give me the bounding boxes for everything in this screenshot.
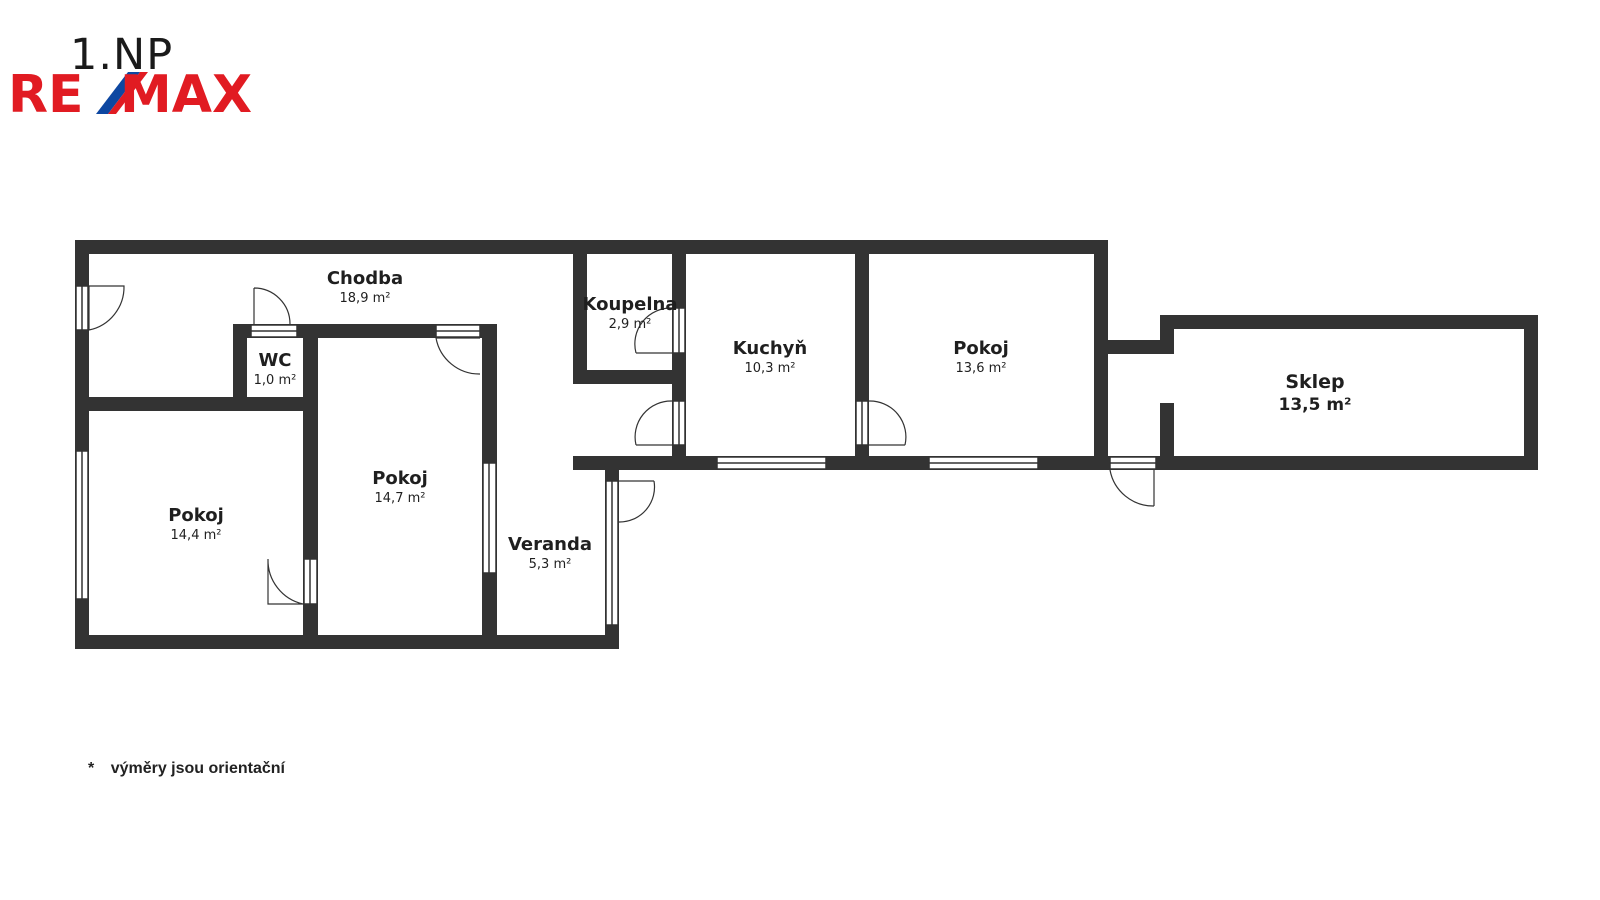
- room-area-veranda: 5,3 m²: [529, 557, 572, 572]
- door-swing: [88, 285, 125, 331]
- room-area-pokoj-1: 13,6 m²: [956, 361, 1007, 376]
- door-swing: [435, 337, 481, 375]
- door-swing: [267, 558, 304, 605]
- wall: [75, 240, 1108, 254]
- wall: [1524, 315, 1538, 470]
- wall: [573, 254, 587, 384]
- room-name-pokoj-1: Pokoj: [953, 338, 1009, 359]
- wall: [1160, 403, 1174, 470]
- room-area-pokoj-2: 14,7 m²: [375, 491, 426, 506]
- room-name-chodba: Chodba: [327, 268, 403, 289]
- wall: [1160, 315, 1174, 354]
- room-area-koupelna: 2,9 m²: [609, 317, 652, 332]
- room-labels: Chodba 18,9 m² Koupelna 2,9 m² Kuchyň 10…: [168, 268, 1351, 572]
- door-swing: [253, 287, 291, 325]
- door-swing: [868, 400, 907, 446]
- windows: [75, 285, 1157, 626]
- room-name-veranda: Veranda: [508, 534, 592, 555]
- door-swing: [1109, 469, 1155, 507]
- door-swing: [618, 480, 656, 523]
- door-swing: [634, 400, 673, 446]
- wall: [75, 635, 619, 649]
- remax-logo: RE MAX: [8, 66, 252, 118]
- room-name-pokoj-2: Pokoj: [372, 468, 428, 489]
- walls: [75, 240, 1538, 649]
- room-area-pokoj-3: 14,4 m²: [171, 528, 222, 543]
- wall: [573, 370, 686, 384]
- wall: [233, 324, 247, 411]
- door-swing: [634, 307, 673, 354]
- room-name-koupelna: Koupelna: [582, 294, 677, 315]
- wall: [1094, 456, 1538, 470]
- logo-slash-red: [108, 72, 148, 114]
- room-area-wc: 1,0 m²: [254, 373, 297, 388]
- wall: [1094, 340, 1174, 354]
- footnote-text: výměry jsou orientační: [110, 760, 285, 777]
- footnote: * výměry jsou orientační: [88, 760, 285, 778]
- wall: [75, 397, 318, 411]
- wall: [233, 324, 497, 338]
- logo-text-re: RE: [8, 66, 84, 118]
- room-name-wc: WC: [258, 350, 291, 371]
- room-area-kuchyn: 10,3 m²: [745, 361, 796, 376]
- logo-slash-blue: [96, 72, 140, 114]
- room-name-pokoj-3: Pokoj: [168, 505, 224, 526]
- floor-label: 1.NP: [70, 30, 174, 80]
- footnote-marker: *: [88, 760, 95, 777]
- wall: [1160, 315, 1538, 329]
- wall: [1094, 240, 1108, 470]
- room-area-sklep: 13,5 m²: [1278, 395, 1351, 415]
- door-swings: [88, 285, 1155, 605]
- room-name-sklep: Sklep: [1285, 371, 1344, 393]
- room-name-kuchyn: Kuchyň: [733, 338, 807, 359]
- room-area-chodba: 18,9 m²: [340, 291, 391, 306]
- logo-text-max: MAX: [120, 66, 252, 118]
